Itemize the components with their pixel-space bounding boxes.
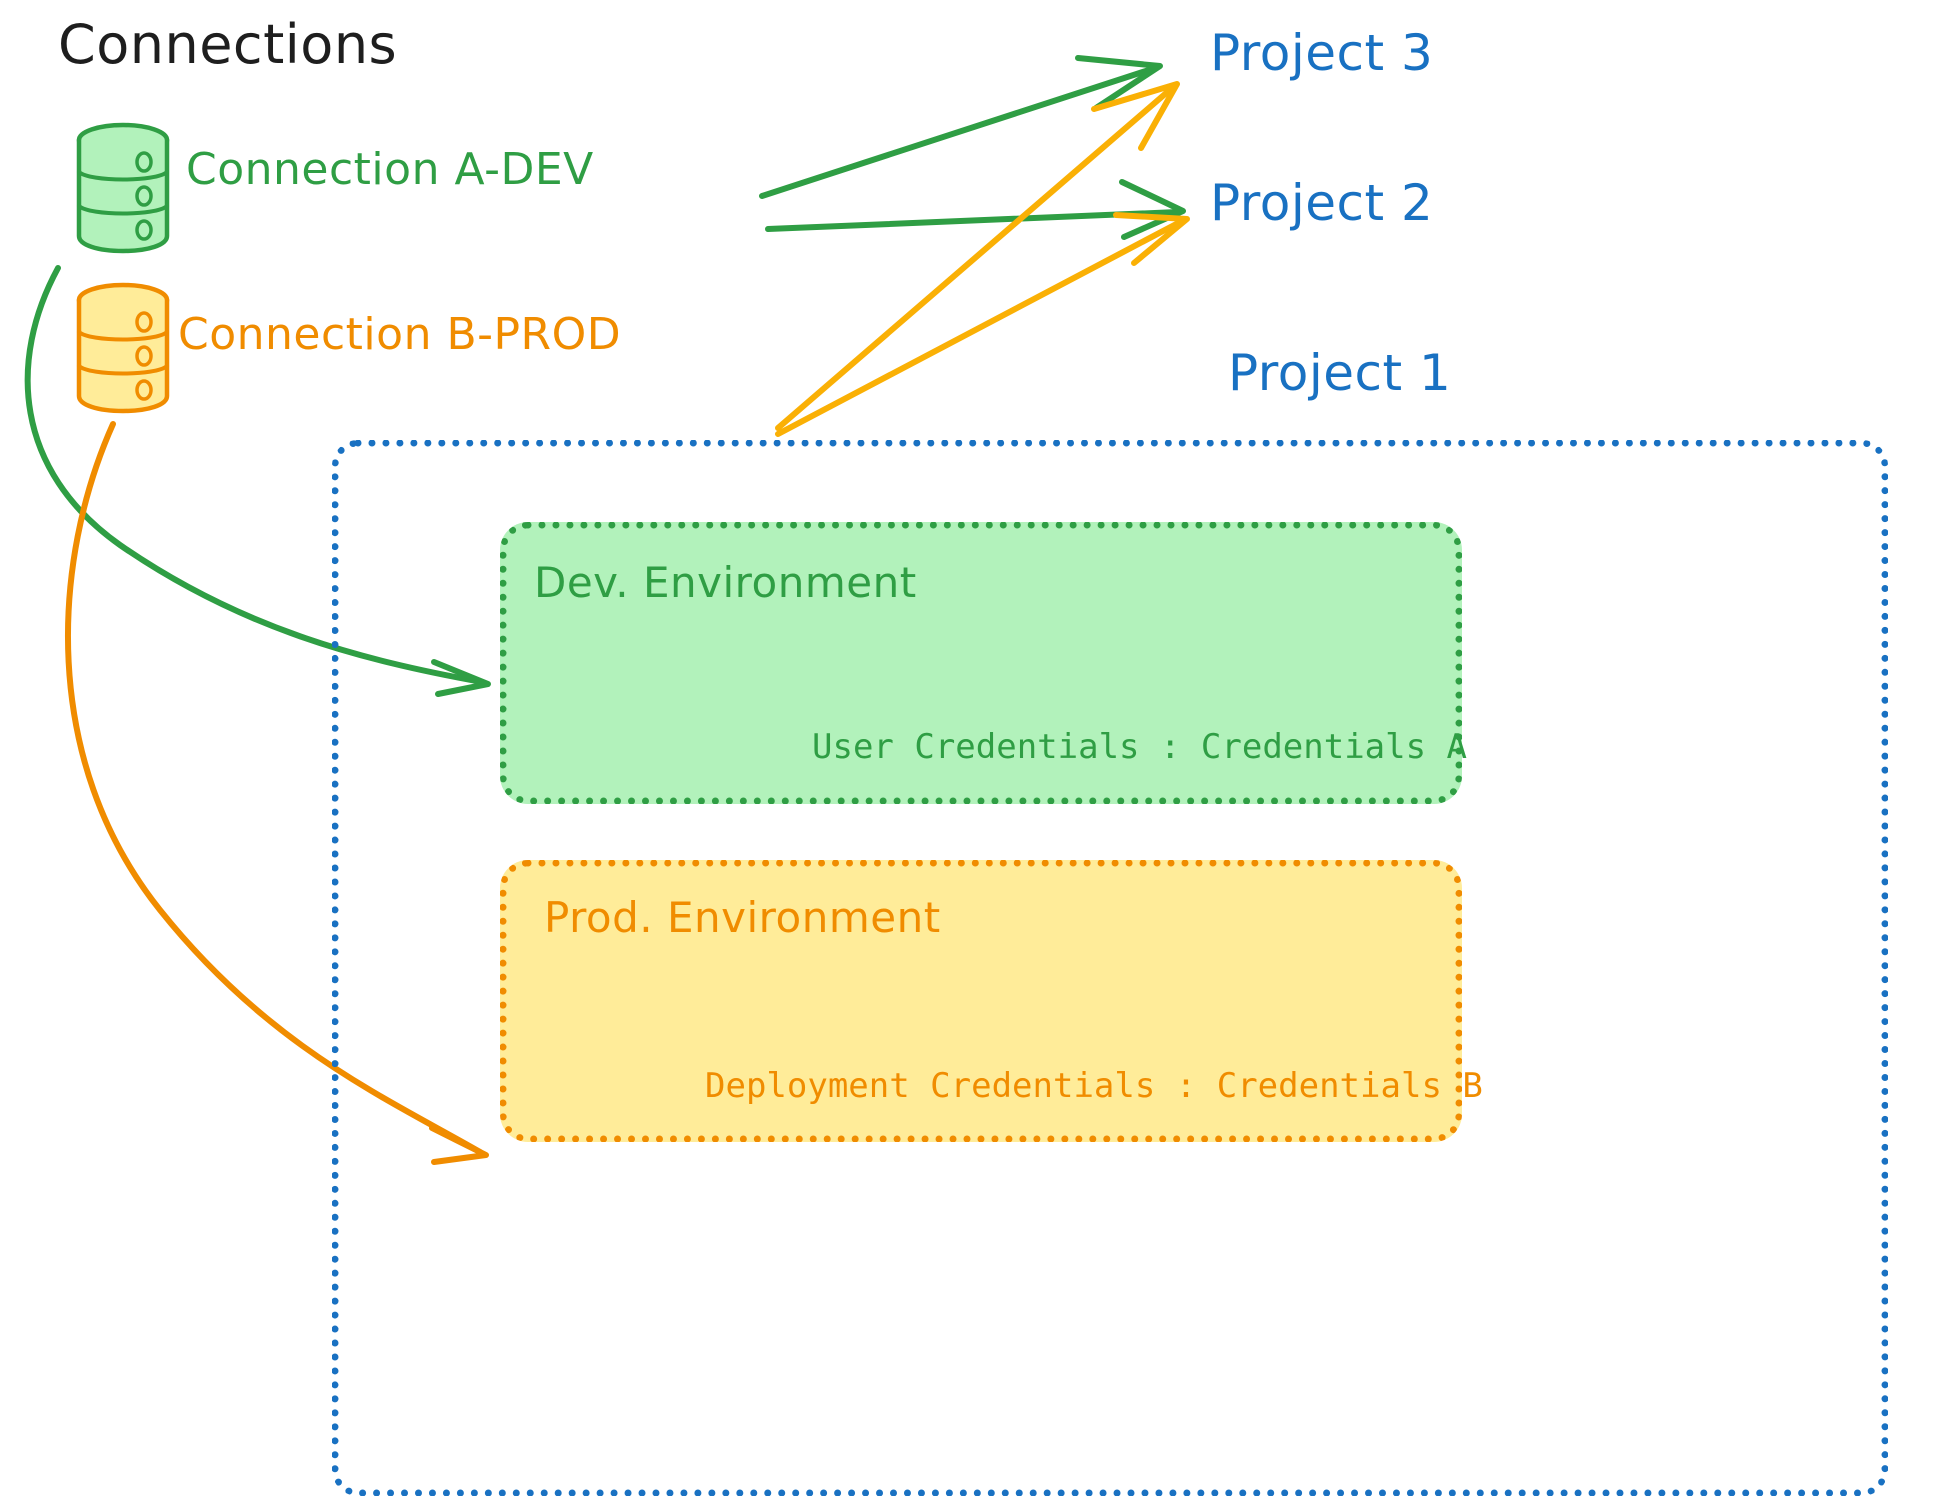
dev-environment-credentials: User Credentials : Credentials A xyxy=(812,727,1468,767)
arrow-conn-a-to-project-2 xyxy=(765,179,1186,240)
arrow-conn-a-to-project-3 xyxy=(759,55,1163,199)
arrow-conn-b-to-project-2 xyxy=(775,212,1190,437)
database-icon-connection-a xyxy=(76,122,170,254)
database-icon-connection-b xyxy=(76,282,170,414)
arrow-conn-b-to-project-3 xyxy=(775,81,1180,431)
prod-environment-credentials: Deployment Credentials : Credentials B xyxy=(705,1066,1483,1106)
dev-environment-box[interactable] xyxy=(500,522,1462,804)
page-title: Connections xyxy=(58,13,398,76)
dev-environment-title: Dev. Environment xyxy=(534,558,917,607)
project-1-container xyxy=(332,440,1888,1496)
connection-b-label[interactable]: Connection B-PROD xyxy=(178,309,622,360)
prod-environment-title: Prod. Environment xyxy=(544,893,941,942)
connection-a-label[interactable]: Connection A-DEV xyxy=(186,144,594,195)
prod-environment-box[interactable] xyxy=(500,860,1462,1142)
project-2-label[interactable]: Project 2 xyxy=(1210,174,1434,232)
project-1-label[interactable]: Project 1 xyxy=(1228,344,1452,402)
project-3-label[interactable]: Project 3 xyxy=(1210,24,1434,82)
